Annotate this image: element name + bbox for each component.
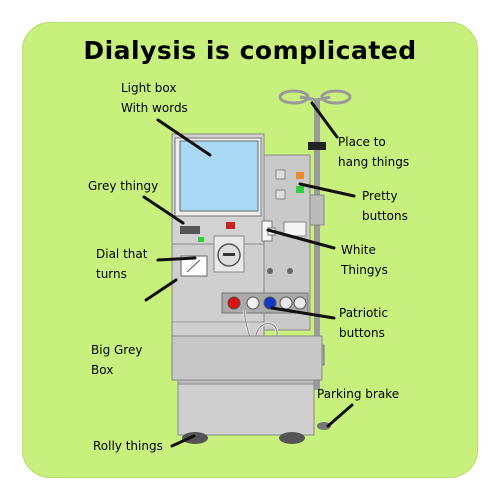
pointer-parking-brake <box>326 403 354 428</box>
pointer-hang-things <box>310 101 339 139</box>
label-grey-thingy: Grey thingy <box>88 179 159 193</box>
page-title: Dialysis is complicated <box>83 36 417 65</box>
label-patriotic-buttons: Patriotic buttons <box>339 306 389 340</box>
label-hang-things: Place to hang things <box>338 135 410 169</box>
pointer-light-box <box>156 118 212 157</box>
label-big-grey-box: Big Grey Box <box>91 343 143 377</box>
pointer-big-grey-box <box>144 278 178 302</box>
label-dial: Dial that turns <box>96 247 148 281</box>
label-parking-brake: Parking brake <box>317 387 400 401</box>
pointer-patriotic-buttons <box>270 306 336 320</box>
pointer-grey-thingy <box>142 195 185 225</box>
pointer-rolly-things <box>170 434 196 448</box>
label-rolly-things: Rolly things <box>93 439 163 453</box>
label-white-thingys: White Thingys <box>341 243 388 277</box>
pointer-pretty-buttons <box>298 182 356 198</box>
pointer-white-thingys <box>266 228 336 250</box>
pointer-lines <box>142 101 356 448</box>
label-light-box: Light box With words <box>121 81 188 115</box>
label-pretty-buttons: Pretty buttons <box>362 189 408 223</box>
pointer-dial <box>156 256 197 262</box>
machine-body <box>171 133 331 444</box>
